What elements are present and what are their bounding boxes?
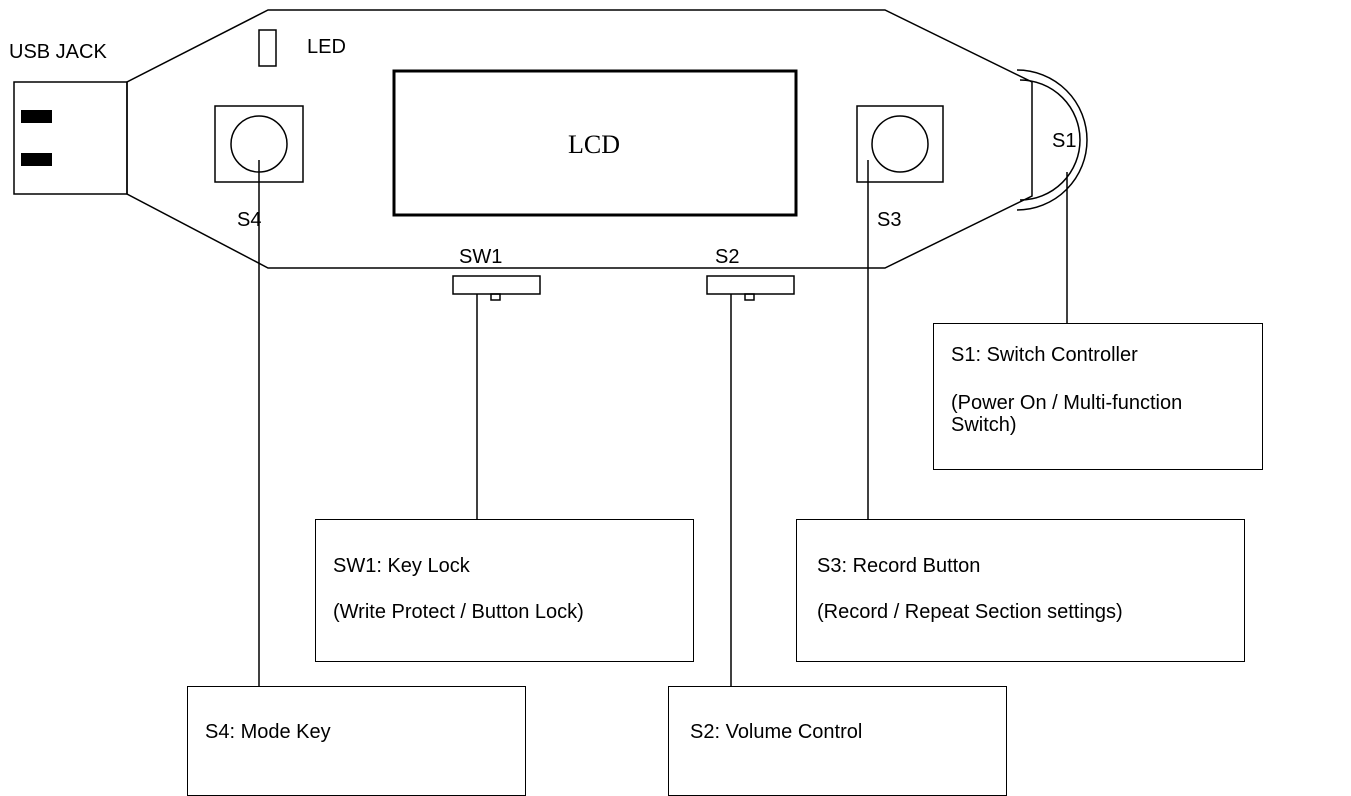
usb-jack (13, 81, 128, 195)
usb-pin-bottom (21, 153, 52, 166)
led-indicator (258, 29, 277, 67)
s3-callout-title: S3: Record Button (817, 555, 981, 577)
usb-pin-top (21, 110, 52, 123)
s1-dial-inner (1019, 79, 1081, 201)
sw1-switch-knob (490, 293, 501, 301)
usb-jack-label: USB JACK (9, 41, 107, 63)
sw1-label: SW1 (459, 246, 502, 268)
s2-label: S2 (715, 246, 739, 268)
sw1-callout: SW1: Key Lock (Write Protect / Button Lo… (315, 519, 694, 662)
s4-label: S4 (237, 209, 261, 231)
s3-button (871, 115, 929, 173)
sw1-callout-desc: (Write Protect / Button Lock) (333, 601, 584, 623)
s3-button-housing (856, 105, 944, 183)
lcd-label: LCD (568, 130, 620, 159)
s1-callout-desc: (Power On / Multi-function Switch) (951, 392, 1183, 436)
s3-callout-desc: (Record / Repeat Section settings) (817, 601, 1123, 623)
s1-callout: S1: Switch Controller (Power On / Multi-… (933, 323, 1263, 470)
sw1-switch (452, 275, 541, 295)
s1-label: S1 (1052, 130, 1076, 152)
s2-switch (706, 275, 795, 295)
s2-callout-title: S2: Volume Control (690, 721, 863, 743)
s1-dial-outer (1016, 69, 1088, 211)
s2-switch-knob (744, 293, 755, 301)
s4-callout: S4: Mode Key (187, 686, 526, 796)
lcd-screen (392, 69, 798, 217)
s4-callout-title: S4: Mode Key (205, 721, 331, 743)
s2-callout: S2: Volume Control (668, 686, 1007, 796)
s1-callout-title: S1: Switch Controller (951, 344, 1138, 366)
s3-label: S3 (877, 209, 901, 231)
sw1-callout-title: SW1: Key Lock (333, 555, 470, 577)
led-label: LED (307, 36, 346, 58)
s3-callout: S3: Record Button (Record / Repeat Secti… (796, 519, 1245, 662)
